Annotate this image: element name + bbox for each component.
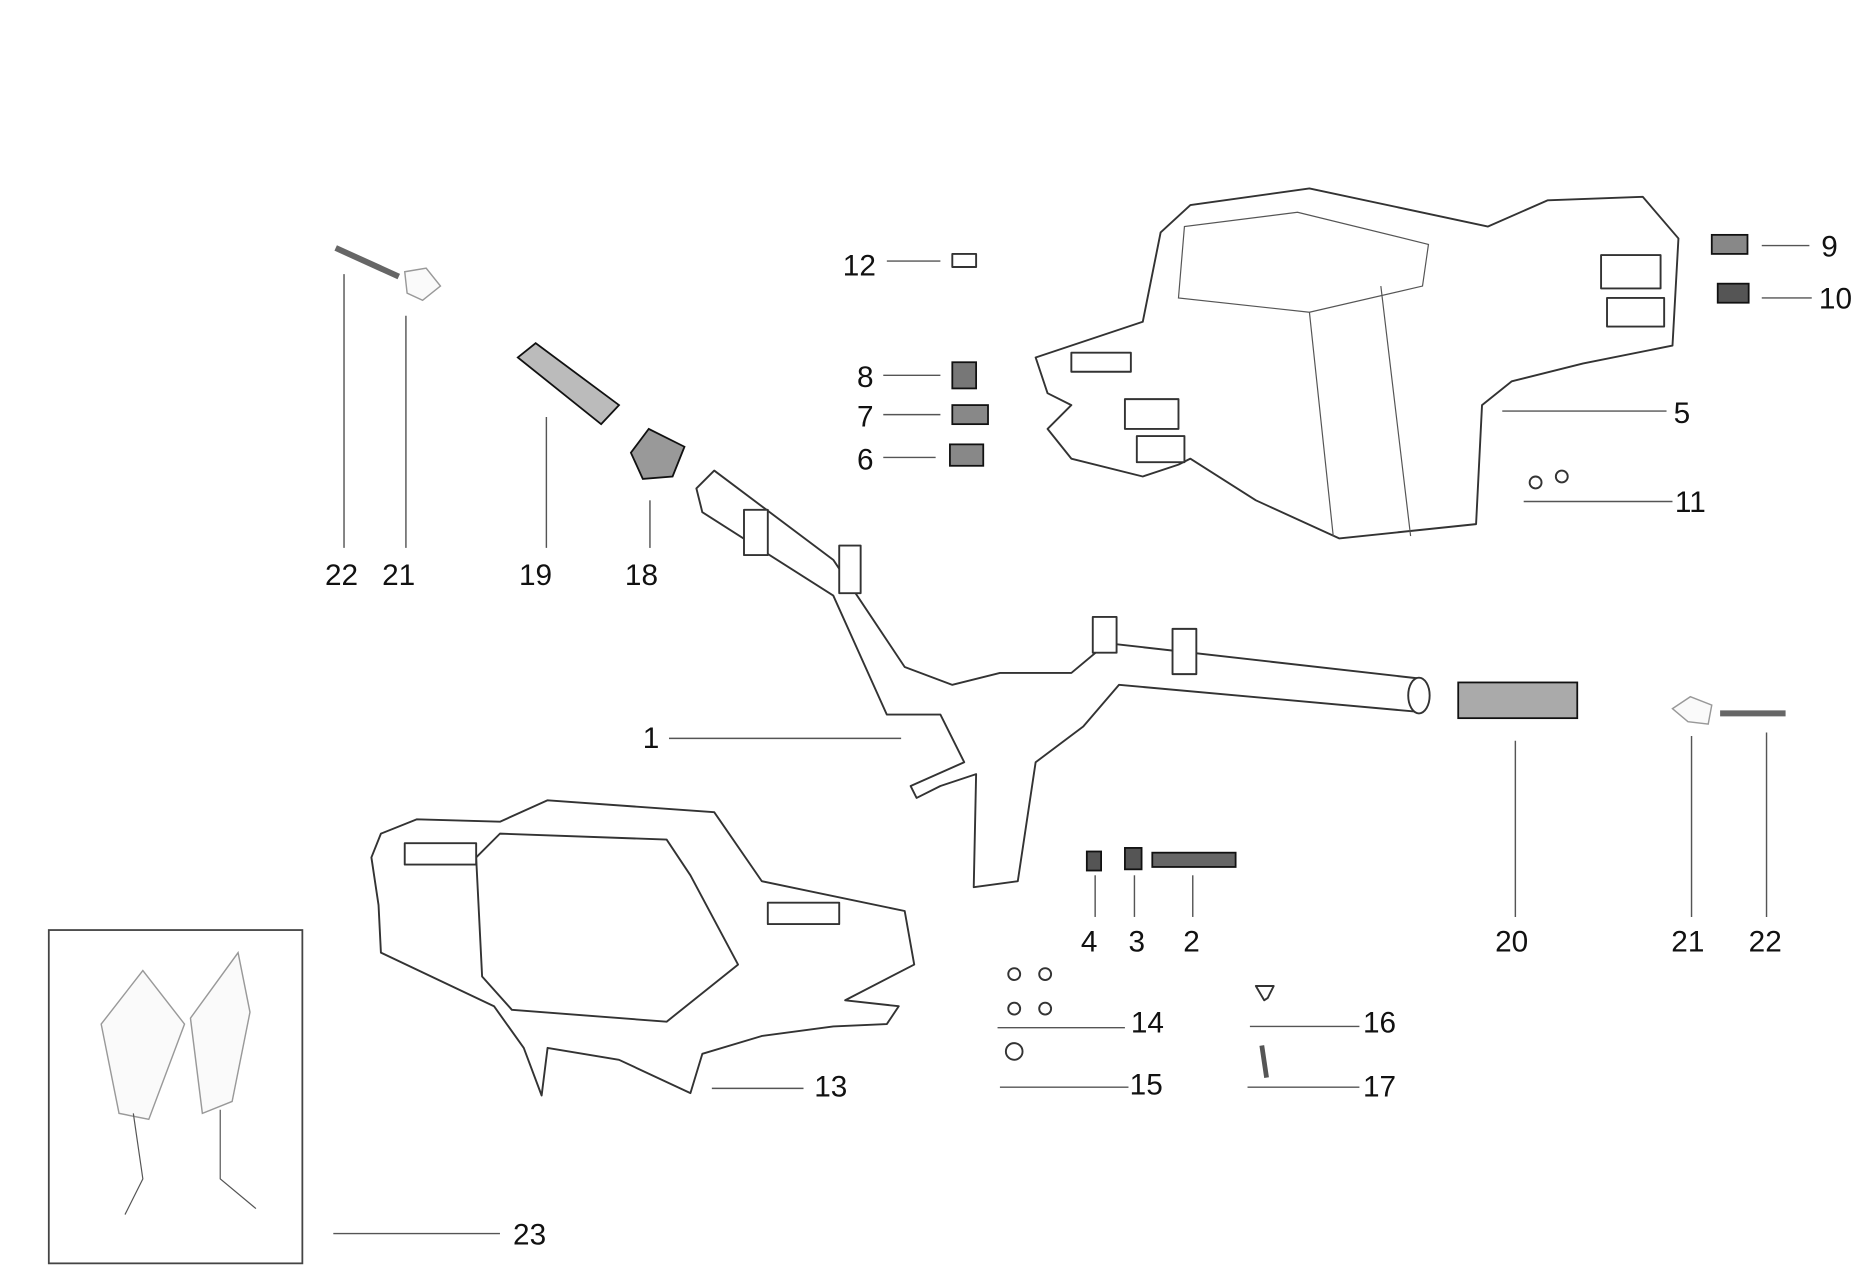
- bar-end-left: [334, 245, 442, 302]
- callout-14: 14: [1131, 1006, 1164, 1039]
- callout-3: 3: [1128, 925, 1145, 958]
- callout-12: 12: [843, 249, 876, 282]
- rear-handlebar-cover: [1034, 187, 1680, 540]
- callout-22-right: 22: [1749, 925, 1782, 958]
- bolt-nut-parts: [1085, 847, 1237, 872]
- handlebar-tube: [695, 469, 1431, 889]
- callout-15: 15: [1130, 1068, 1163, 1101]
- callout-2: 2: [1183, 925, 1200, 958]
- callout-21-right: 21: [1671, 925, 1704, 958]
- callout-6: 6: [857, 443, 874, 476]
- throttle-housing: [629, 427, 686, 480]
- callout-11: 11: [1675, 486, 1706, 519]
- callout-22-left: 22: [325, 559, 358, 592]
- callout-1: 1: [643, 722, 660, 755]
- callout-17: 17: [1363, 1071, 1396, 1104]
- callout-13: 13: [814, 1071, 847, 1104]
- screws: [1004, 469, 1569, 1079]
- bar-end-right: [1671, 695, 1786, 725]
- callout-16: 16: [1363, 1006, 1396, 1039]
- callout-10: 10: [1819, 283, 1852, 316]
- callout-23: 23: [513, 1218, 546, 1251]
- callout-4: 4: [1081, 925, 1098, 958]
- grip-left: [516, 342, 621, 426]
- callout-20: 20: [1495, 925, 1528, 958]
- callout-8: 8: [857, 361, 874, 394]
- grip-right: [1457, 681, 1579, 720]
- callout-21-left: 21: [382, 559, 415, 592]
- switch-parts: [949, 233, 1750, 467]
- callout-labels: 1 2 3 4 5 6 7 8 9 10 11 12 13 14 15 16 1…: [325, 230, 1852, 1251]
- mirrors-box: [47, 929, 304, 1265]
- front-handlebar-cover: [370, 799, 916, 1097]
- leader-lines: [333, 244, 1812, 1235]
- callout-5: 5: [1674, 397, 1691, 430]
- callout-19: 19: [519, 559, 552, 592]
- callout-18: 18: [625, 559, 658, 592]
- callout-7: 7: [857, 401, 874, 434]
- callout-9: 9: [1821, 230, 1838, 263]
